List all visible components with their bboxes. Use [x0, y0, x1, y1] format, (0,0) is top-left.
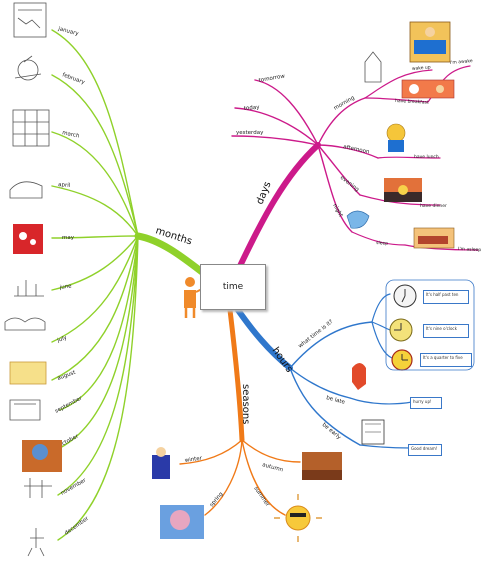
month-january: january: [57, 26, 80, 38]
leaf-im-awake: I'm awake: [450, 58, 473, 66]
season-summer: summer: [252, 486, 270, 509]
days-evening: evening: [339, 175, 360, 193]
hours-branch: [235, 293, 413, 449]
days-tomorrow: tomorrow: [258, 73, 286, 84]
month-february: february: [61, 72, 86, 86]
hours-trunk: [235, 307, 293, 371]
seasons-trunk: [227, 307, 245, 443]
days-yesterday: yesterday: [236, 130, 264, 136]
months-branch: [51, 29, 206, 541]
hours-be-late: be late: [325, 395, 346, 406]
leaf-have-breakfast: have breakfast: [395, 98, 429, 106]
days-today: today: [244, 105, 261, 112]
leaf-have-lunch: have lunch: [414, 154, 439, 160]
callout-quarter-to-five: It's a quarter to five: [420, 353, 472, 367]
callout-nine-oclock: It's nine o'clock: [423, 324, 469, 338]
leaf-wake-up: wake up: [412, 64, 431, 72]
leaf-sleep: sleep: [376, 240, 388, 247]
seasons-clipart: [152, 447, 342, 542]
callout-half-past: It's half past ten: [423, 290, 469, 304]
months-clipart: [4, 2, 62, 557]
days-afternoon: afternoon: [343, 144, 371, 156]
leaf-im-asleep: I'm asleep: [458, 246, 482, 253]
days-night: night: [331, 203, 344, 219]
season-autumn: autumn: [261, 462, 284, 473]
month-june: june: [58, 283, 72, 291]
center-node: time: [200, 264, 266, 310]
hours-clipart: [352, 284, 417, 445]
seasons-label: seasons: [240, 384, 251, 424]
callout-hurry-up: hurry up!: [410, 397, 442, 409]
days-branch: [231, 65, 479, 269]
season-spring: spring: [209, 491, 225, 508]
month-november: november: [60, 477, 88, 497]
month-april: april: [58, 182, 71, 189]
days-trunk: [237, 142, 321, 269]
month-may: may: [62, 235, 75, 241]
month-march: march: [62, 130, 81, 140]
center-label: time: [222, 282, 244, 292]
leaf-have-dinner: have dinner: [420, 203, 447, 209]
days-clipart: [346, 21, 455, 249]
callout-good-dream: Good dream!: [408, 444, 442, 456]
months-trunk: [134, 232, 206, 276]
seasons-branch: [179, 307, 301, 516]
month-september: september: [54, 395, 84, 415]
season-winter: winter: [184, 456, 203, 464]
hours-label: hours: [270, 345, 295, 374]
month-july: july: [56, 335, 69, 345]
month-december: december: [64, 515, 91, 536]
